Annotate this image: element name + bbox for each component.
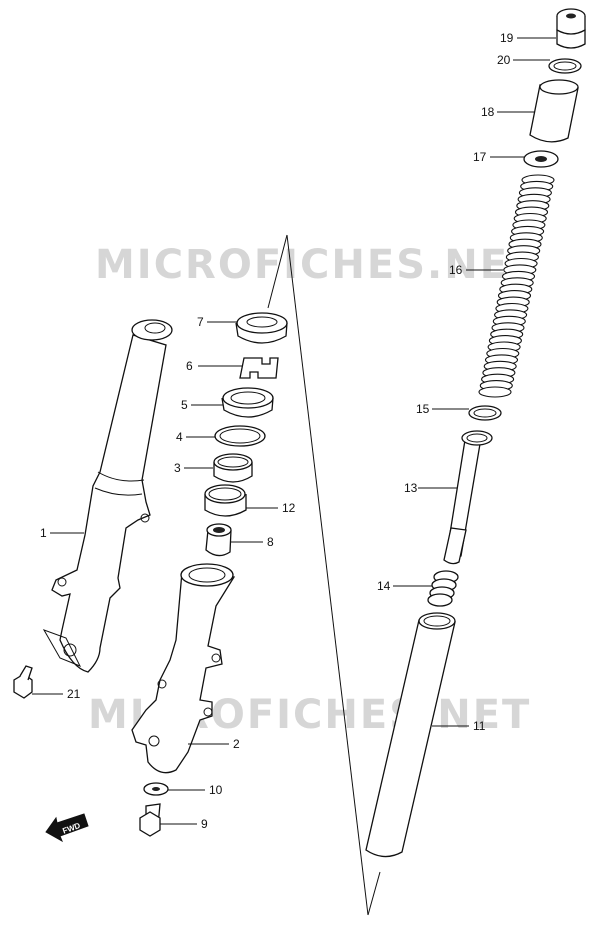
callout-label-10: 10: [209, 783, 223, 797]
part-4-washer: [214, 425, 266, 447]
guide-line-top: [267, 234, 288, 309]
part-11-inner-tube: [365, 612, 456, 858]
callout-label-5: 5: [181, 398, 188, 412]
callout-label-21: 21: [67, 687, 81, 701]
callout-label-18: 18: [481, 105, 495, 119]
part-14-rebound-spring: [427, 570, 459, 607]
part-1-outer-tube: [42, 319, 173, 673]
part-16-spring: [478, 174, 555, 398]
part-7-dust-seal: [235, 312, 288, 344]
part-15-ring: [468, 405, 502, 421]
callout-label-12: 12: [282, 501, 296, 515]
callout-label-14: 14: [377, 579, 391, 593]
callout-label-1: 1: [40, 526, 47, 540]
part-9-bolt: [139, 803, 161, 837]
fwd-arrow-icon: FWD: [45, 813, 89, 843]
callout-label-20: 20: [497, 53, 511, 67]
part-6-clip: [239, 357, 279, 379]
part-12-slide-metal: [204, 484, 247, 517]
guide-line-main: [286, 234, 369, 916]
part-19-cap-bolt: [556, 8, 586, 49]
callout-label-17: 17: [473, 150, 487, 164]
spring-coil: [478, 386, 512, 398]
part-5-oil-seal: [221, 387, 274, 418]
part-8-cylinder-seat: [205, 523, 232, 557]
part-20-o-ring: [548, 58, 582, 74]
callout-label-7: 7: [197, 315, 204, 329]
part-2-outer-tube: [131, 563, 236, 774]
callout-label-2: 2: [233, 737, 240, 751]
callout-label-13: 13: [404, 481, 418, 495]
callout-label-8: 8: [267, 535, 274, 549]
watermark-top: MICROFICHES.NET: [95, 242, 538, 288]
callout-label-16: 16: [449, 263, 463, 277]
callout-label-3: 3: [174, 461, 181, 475]
callout-label-6: 6: [186, 359, 193, 373]
part-18-spacer: [529, 79, 579, 143]
callout-label-11: 11: [473, 719, 486, 733]
callout-label-19: 19: [500, 31, 514, 45]
guide-line-bottom: [367, 871, 381, 916]
part-17-washer: [523, 150, 559, 168]
part-21-bolt: [13, 665, 33, 699]
part-13-damper-rod: [443, 430, 493, 565]
callout-label-15: 15: [416, 402, 430, 416]
callout-label-9: 9: [201, 817, 208, 831]
part-10-washer: [143, 782, 169, 796]
part-3-guide-metal: [213, 453, 253, 483]
callout-label-4: 4: [176, 430, 183, 444]
